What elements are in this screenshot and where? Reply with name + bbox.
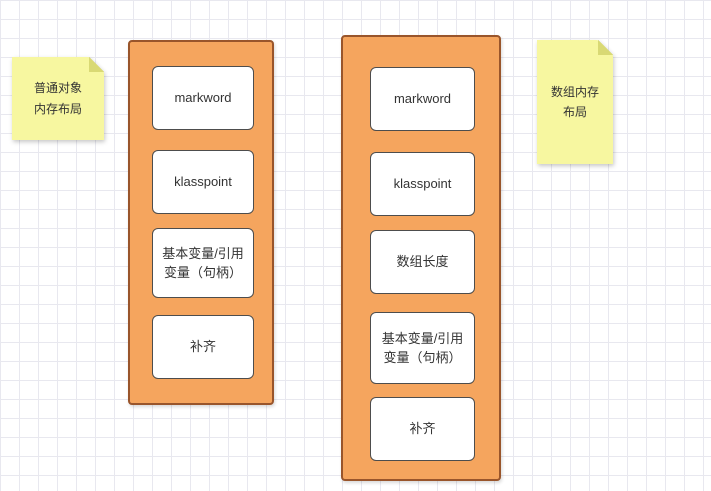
cell-markword[interactable]: markword xyxy=(370,67,475,131)
cell-variables[interactable]: 基本变量/引用变量（句柄） xyxy=(370,312,475,384)
note-fold-corner-icon xyxy=(89,57,104,72)
array-memory-layout-container[interactable]: markword klasspoint 数组长度 基本变量/引用变量（句柄） 补… xyxy=(341,35,501,481)
cell-klasspoint[interactable]: klasspoint xyxy=(370,152,475,216)
cell-padding[interactable]: 补齐 xyxy=(152,315,254,379)
note-text: 普通对象内存布局 xyxy=(33,81,82,116)
sticky-note-array-layout[interactable]: 数组内存布局 xyxy=(537,40,613,164)
cell-padding[interactable]: 补齐 xyxy=(370,397,475,461)
sticky-note-object-layout[interactable]: 普通对象内存布局 xyxy=(12,57,104,140)
note-text: 数组内存布局 xyxy=(550,84,599,119)
cell-markword[interactable]: markword xyxy=(152,66,254,130)
cell-variables[interactable]: 基本变量/引用变量（句柄） xyxy=(152,228,254,298)
object-memory-layout-container[interactable]: markword klasspoint 基本变量/引用变量（句柄） 补齐 xyxy=(128,40,274,405)
note-fold-corner-icon xyxy=(598,40,613,55)
cell-array-length[interactable]: 数组长度 xyxy=(370,230,475,294)
cell-klasspoint[interactable]: klasspoint xyxy=(152,150,254,214)
